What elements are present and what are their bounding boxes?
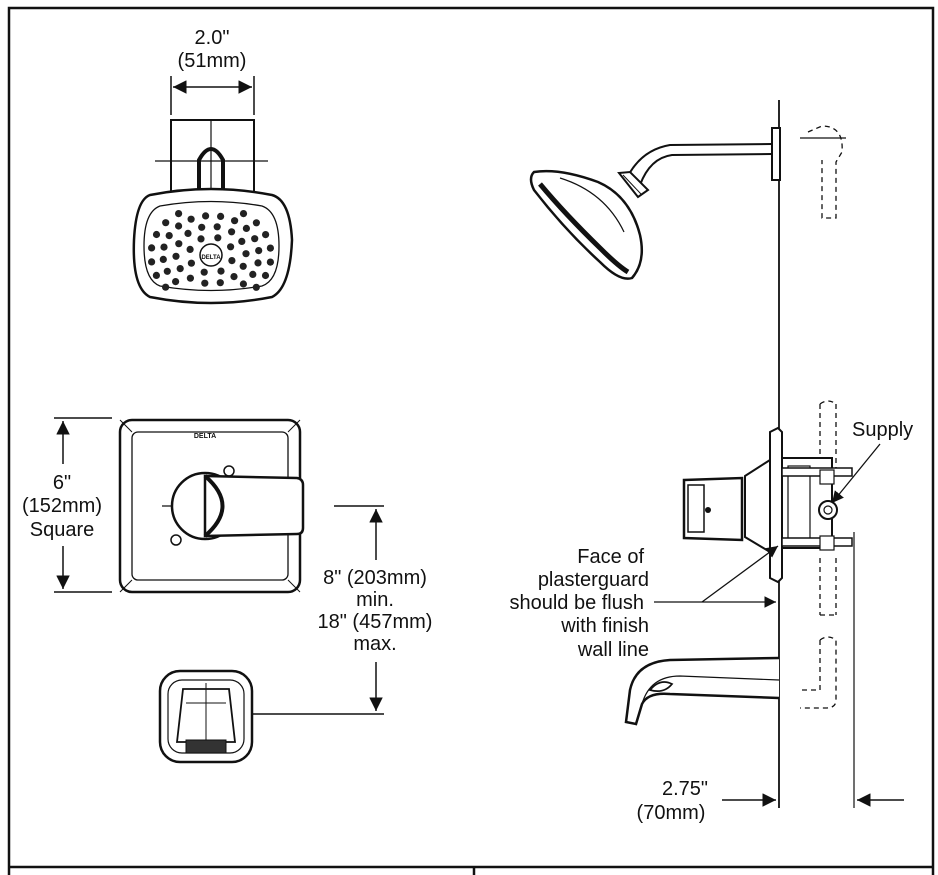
head-width-inches: 2.0" xyxy=(195,27,230,49)
spray-nozzle xyxy=(239,262,247,270)
spacing-min-value: 8" (203mm) xyxy=(323,567,427,589)
spray-nozzle xyxy=(175,210,183,218)
spray-nozzle xyxy=(187,215,195,223)
spray-nozzle xyxy=(162,283,170,291)
spray-nozzles xyxy=(148,210,274,291)
plaster-note-line-3: should be flush xyxy=(509,592,644,614)
spray-nozzle xyxy=(152,230,161,239)
spray-nozzle xyxy=(172,252,180,260)
spacing-min-label: min. xyxy=(356,589,394,611)
spray-nozzle xyxy=(200,268,208,276)
spray-nozzle xyxy=(228,257,236,265)
spray-nozzle xyxy=(176,265,184,273)
spray-nozzle xyxy=(252,283,260,291)
supply-leader xyxy=(831,443,881,504)
spray-nozzle xyxy=(254,259,262,267)
spray-nozzle xyxy=(242,224,250,232)
spray-nozzle xyxy=(262,231,270,239)
spray-nozzle xyxy=(228,228,236,236)
spray-nozzle xyxy=(175,240,183,248)
valve-spout-spacing-dimension xyxy=(250,505,384,715)
spray-nozzle xyxy=(252,219,260,227)
spray-nozzle xyxy=(172,278,180,286)
spray-nozzle xyxy=(163,267,171,275)
plaster-note-line-5: wall line xyxy=(577,639,649,661)
spray-nozzle xyxy=(227,243,235,251)
plate-size-inches: 6" xyxy=(53,472,71,494)
head-width-mm: (51mm) xyxy=(178,50,247,72)
tub-spout-front-view xyxy=(158,669,254,764)
plaster-leader-to-guard xyxy=(701,545,779,603)
shower-head-front-view: DELTA xyxy=(132,76,294,305)
spray-nozzle xyxy=(186,245,194,253)
valve-trim-front-view: DELTA xyxy=(54,417,305,594)
plaster-note-line-1: Face of xyxy=(577,546,644,568)
spray-nozzle xyxy=(255,247,263,255)
head-logo-text: DELTA xyxy=(201,255,221,261)
spray-nozzle xyxy=(231,217,239,225)
spray-nozzle xyxy=(238,237,246,245)
spray-nozzle xyxy=(239,210,248,218)
depth-inches: 2.75" xyxy=(662,778,708,800)
spray-nozzle xyxy=(165,232,173,240)
spray-nozzle xyxy=(201,279,209,287)
plate-logo-text: DELTA xyxy=(194,433,216,440)
spray-nozzle xyxy=(187,259,195,267)
spray-nozzle xyxy=(197,235,205,243)
supply-label: Supply xyxy=(852,419,913,441)
spray-nozzle xyxy=(214,234,222,242)
spray-nozzle xyxy=(162,219,170,227)
plaster-note-line-4: with finish xyxy=(560,615,649,637)
spray-nozzle xyxy=(175,222,183,230)
spray-nozzle xyxy=(186,274,194,282)
spray-nozzle xyxy=(184,229,192,237)
spray-nozzle xyxy=(198,223,206,231)
spray-nozzle xyxy=(217,212,225,220)
plate-size-shape: Square xyxy=(30,519,95,541)
spray-nozzle xyxy=(202,212,210,220)
spray-nozzle xyxy=(148,244,156,252)
spray-nozzle xyxy=(251,235,259,243)
side-view xyxy=(529,100,855,808)
spray-nozzle xyxy=(266,258,274,266)
spray-nozzle xyxy=(230,273,238,281)
spray-nozzle xyxy=(242,250,250,258)
spray-nozzle xyxy=(152,271,160,279)
depth-mm: (70mm) xyxy=(637,802,706,824)
spray-nozzle xyxy=(148,258,156,266)
spray-nozzle xyxy=(213,223,221,231)
spray-nozzle xyxy=(261,271,270,280)
spacing-max-value: 18" (457mm) xyxy=(318,611,433,633)
spray-nozzle xyxy=(159,255,167,263)
spray-nozzle xyxy=(266,244,274,252)
spray-nozzle xyxy=(217,267,225,275)
spray-nozzle xyxy=(239,280,247,288)
plaster-note-line-2: plasterguard xyxy=(538,569,649,591)
plate-size-mm: (152mm) xyxy=(22,495,102,517)
page-border xyxy=(7,6,935,875)
spacing-max-label: max. xyxy=(353,633,396,655)
spray-nozzle xyxy=(216,279,224,287)
spray-nozzle xyxy=(160,243,168,251)
spray-nozzle xyxy=(249,270,257,278)
